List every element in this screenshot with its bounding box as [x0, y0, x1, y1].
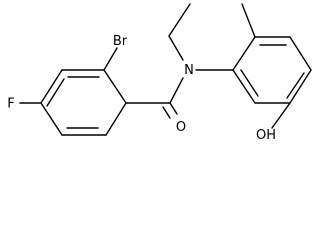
ring-bond — [40, 102, 63, 136]
ring-bond — [232, 36, 256, 71]
bromine-label: Br — [113, 34, 128, 49]
ethyl-bond-1 — [168, 35, 184, 61]
ring-bond — [232, 69, 256, 104]
nitrogen-label: N — [184, 63, 194, 78]
ring-bond — [103, 69, 127, 104]
hydroxy-methyl-benzene-ring — [232, 36, 312, 104]
hydroxyl-bond — [271, 102, 291, 129]
ring-double-bond — [46, 78, 65, 107]
bromine-bond — [103, 47, 118, 71]
ring-bond — [105, 102, 127, 136]
ring-bond — [289, 36, 312, 71]
carbonyl-double-bond-a — [169, 102, 178, 115]
methyl-bond — [241, 3, 256, 38]
amide-bond — [169, 77, 184, 104]
ring-double-bond — [286, 72, 305, 99]
ring-bond — [289, 69, 312, 104]
fluorobromo-benzene-ring — [40, 69, 127, 136]
ring-bond — [40, 69, 63, 104]
fluorine-label: F — [7, 97, 14, 112]
ring-double-bond — [240, 69, 259, 97]
ethyl-bond-2 — [168, 3, 191, 37]
molecule-structure: Br F O N OH — [7, 3, 312, 143]
hydroxyl-label: OH — [256, 128, 276, 143]
oxygen-label: O — [176, 120, 186, 135]
carbonyl-double-bond-b — [162, 106, 171, 119]
